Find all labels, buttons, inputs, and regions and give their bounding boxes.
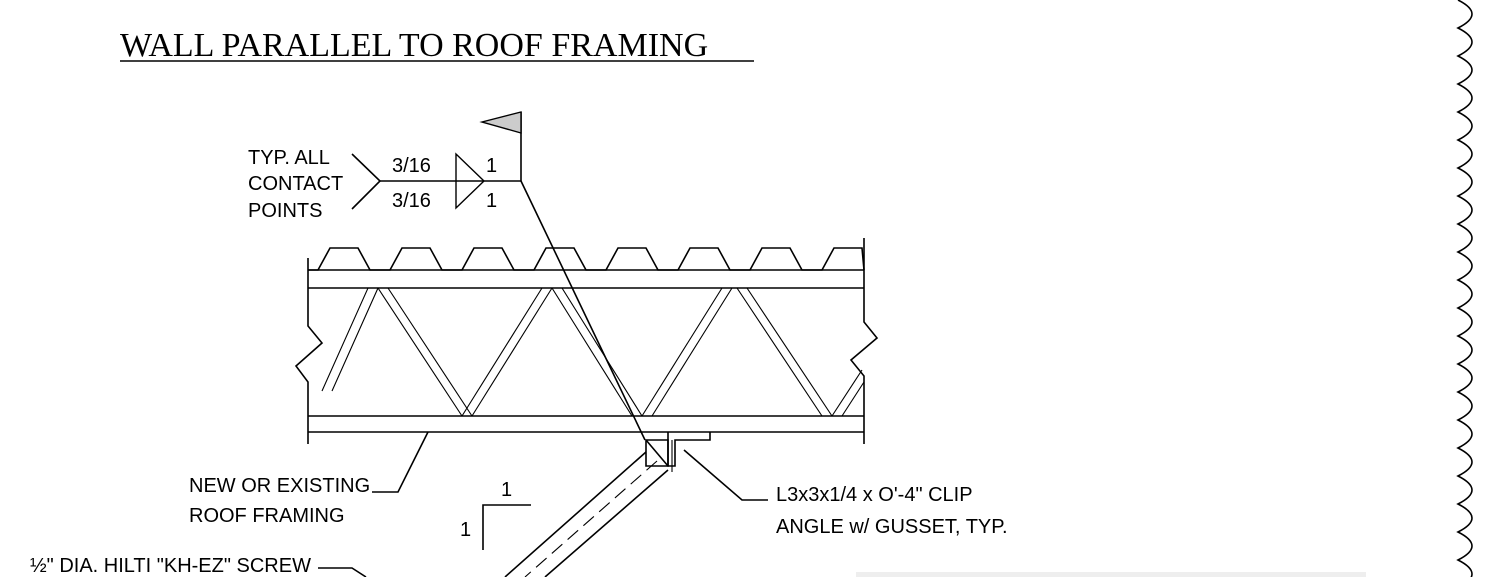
clip-angle — [645, 432, 711, 472]
clip-note-line-2: ANGLE w/ GUSSET, TYP. — [776, 516, 1008, 538]
roof-deck — [308, 247, 865, 271]
weld-leader-arrow — [520, 180, 646, 441]
joist-top-chord — [308, 269, 864, 289]
weld-length-arrow-side: 1 — [486, 155, 497, 177]
slope-run: 1 — [501, 479, 512, 501]
clip-note-line-1: L3x3x1/4 x O'-4" CLIP — [776, 484, 973, 506]
right-break-line — [849, 238, 879, 444]
grey-panel-edge — [856, 572, 1366, 577]
weld-tail — [351, 153, 382, 210]
joist-web-members — [321, 287, 865, 417]
weld-note-line-2: CONTACT — [248, 173, 343, 195]
weld-note-line-3: POINTS — [248, 200, 322, 222]
revision-cloud-edge — [1456, 0, 1473, 577]
framing-note-leader — [372, 431, 429, 493]
screw-note-leader — [318, 567, 367, 577]
joist-bottom-chord — [308, 415, 864, 433]
slope-rise: 1 — [460, 519, 471, 541]
weld-size-other-side: 3/16 — [392, 190, 431, 212]
weld-size-arrow-side: 3/16 — [392, 155, 431, 177]
slope-indicator: 1 1 — [460, 479, 531, 550]
fillet-weld-icon — [455, 152, 486, 210]
framing-note-line-2: ROOF FRAMING — [189, 505, 345, 527]
diagonal-brace — [504, 451, 669, 577]
weld-length-other-side: 1 — [486, 190, 497, 212]
weld-symbol: TYP. ALL CONTACT POINTS 3/16 3/16 1 1 — [248, 111, 646, 441]
clip-note-leader — [683, 449, 768, 501]
left-break-line — [294, 258, 324, 444]
framing-note-line-1: NEW OR EXISTING — [189, 475, 370, 497]
field-weld-flag-icon — [479, 111, 522, 134]
detail-title: WALL PARALLEL TO ROOF FRAMING — [120, 27, 708, 64]
screw-note: ½" DIA. HILTI "KH-EZ" SCREW — [30, 555, 311, 577]
weld-note-line-1: TYP. ALL — [248, 147, 330, 169]
